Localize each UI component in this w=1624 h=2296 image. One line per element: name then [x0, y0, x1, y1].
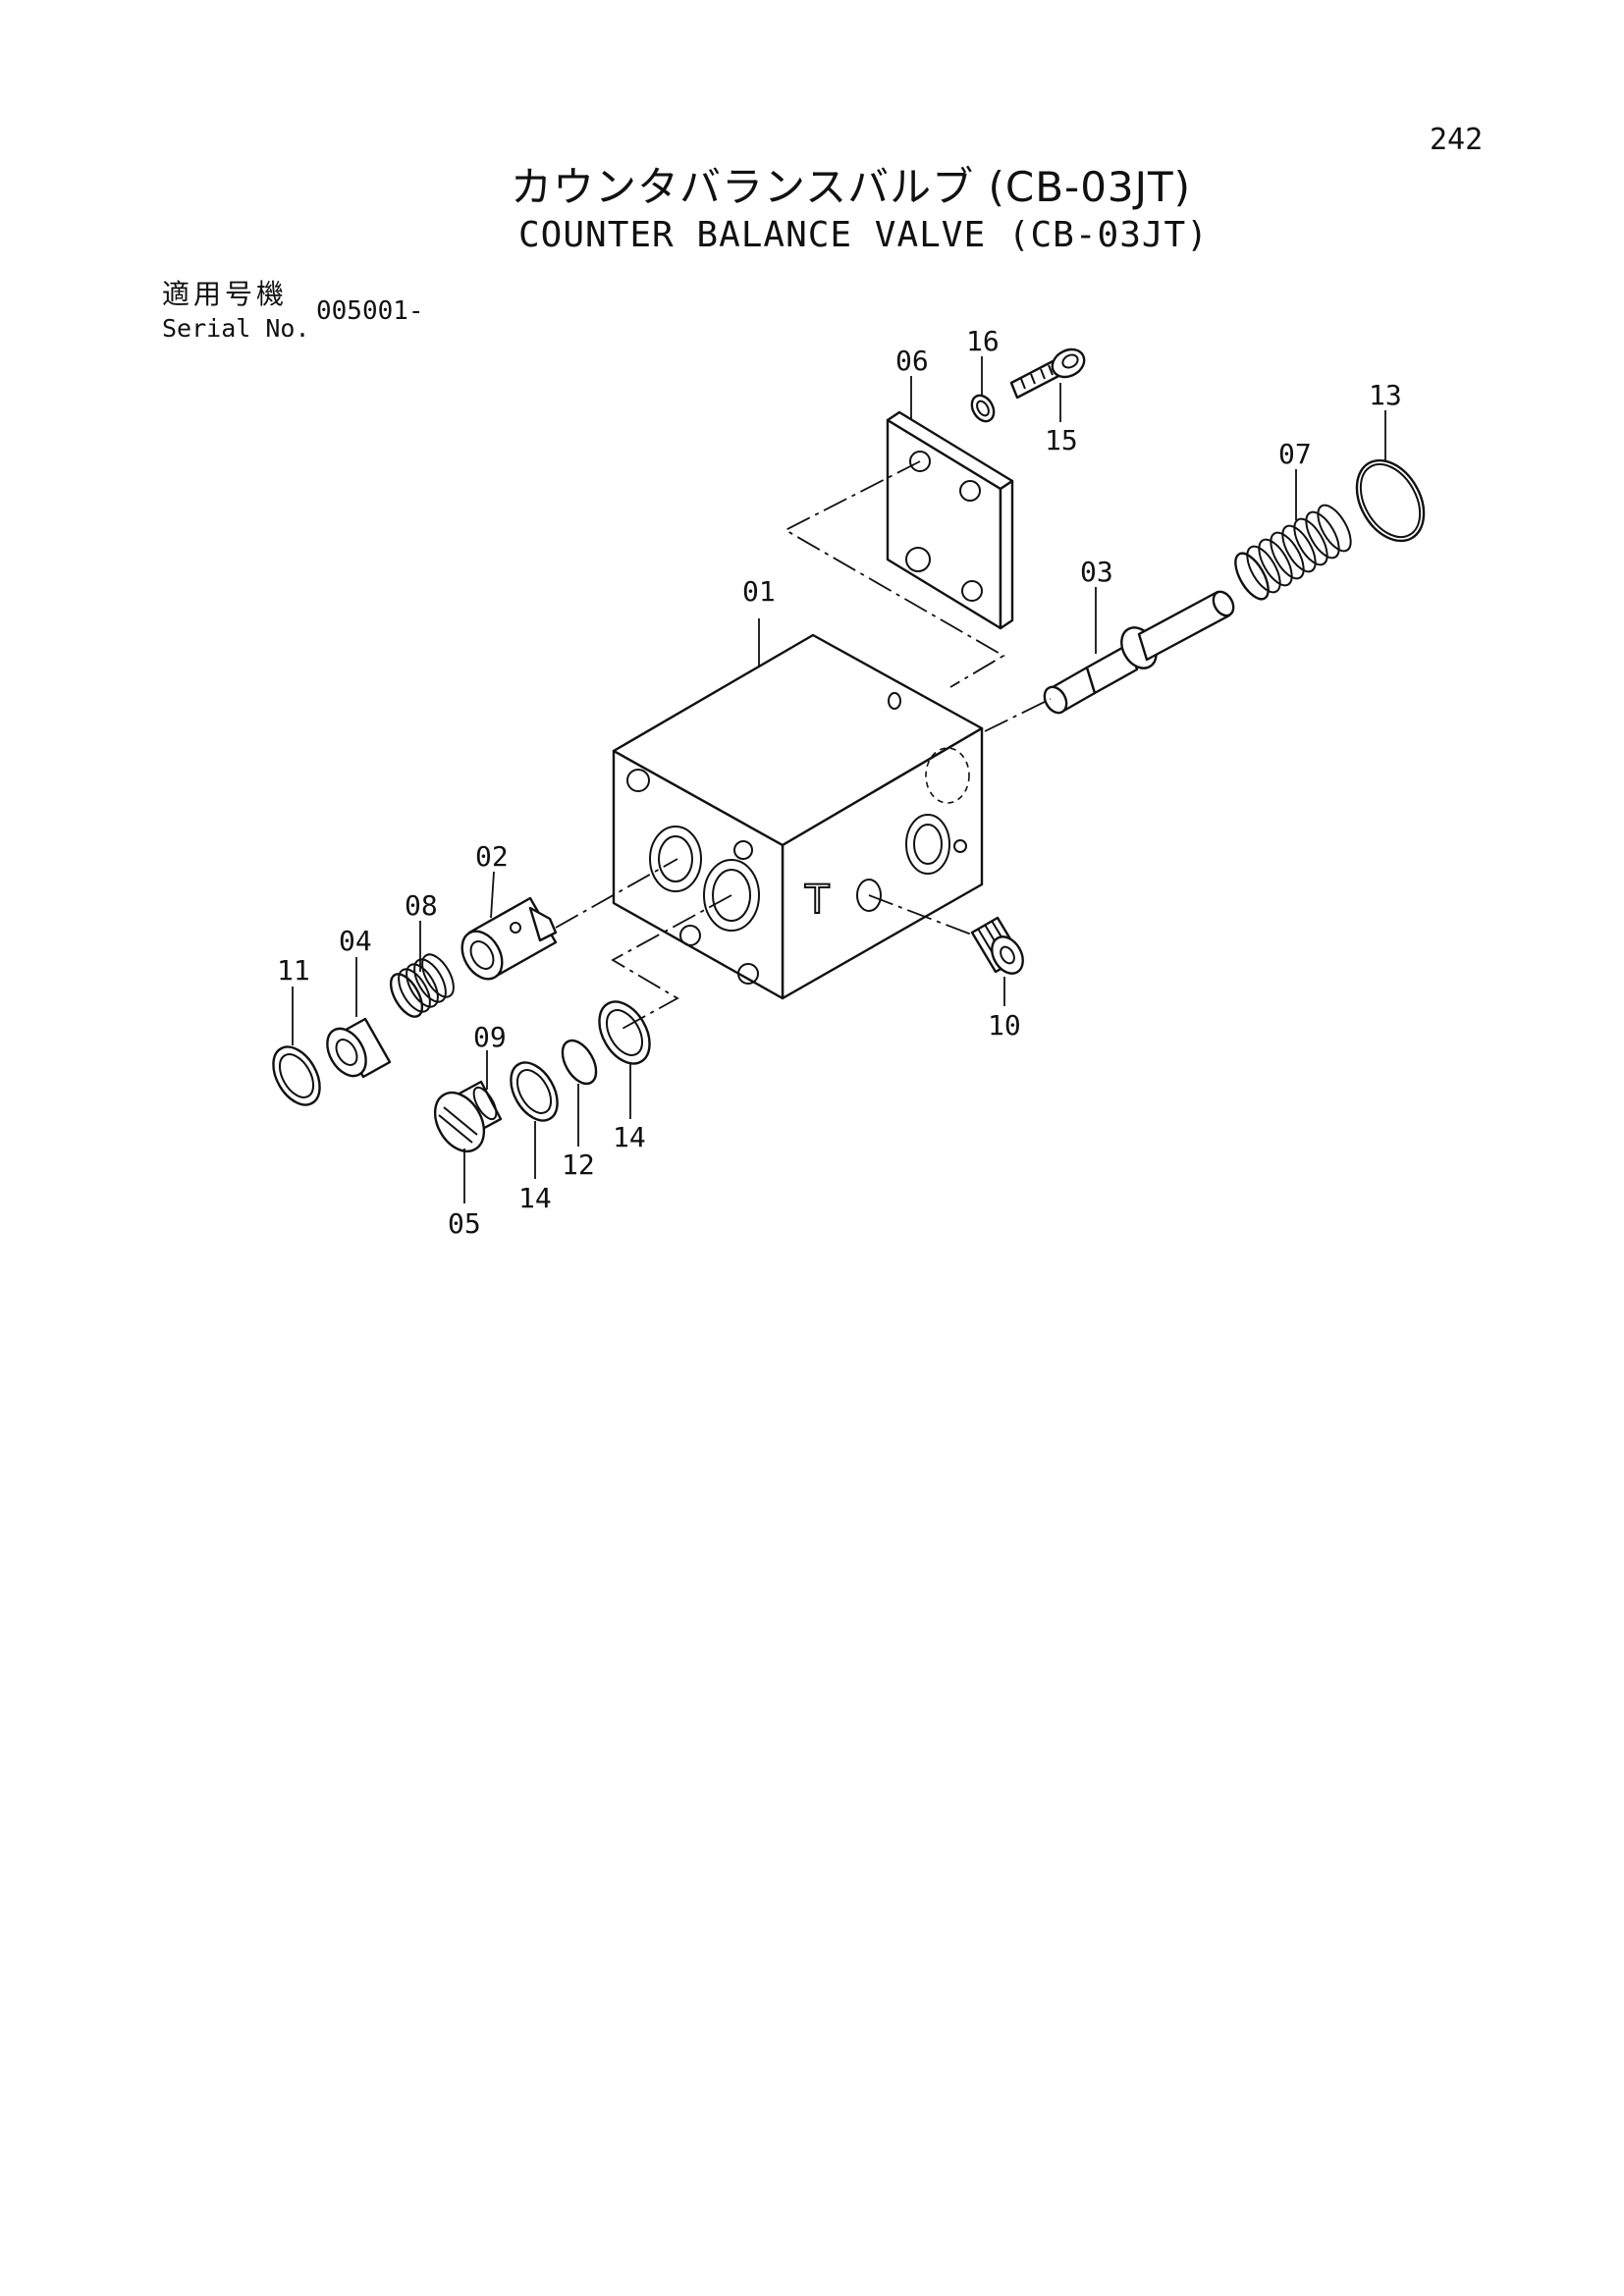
part-16-washer: [970, 394, 996, 423]
part-01-valve-body: T: [612, 633, 984, 1000]
callout-14-upper: 14: [613, 1121, 646, 1153]
assembly-lines: [555, 460, 1052, 1032]
callout-02: 02: [475, 840, 509, 873]
part-14-backup-ring-lower: [510, 1061, 559, 1122]
serial-label-japanese: 適用号機: [162, 278, 289, 310]
callout-09: 09: [473, 1021, 507, 1053]
part-10-plug: [970, 916, 1024, 975]
part-02-poppet: [460, 896, 558, 981]
callout-03: 03: [1080, 556, 1113, 588]
callout-08: 08: [405, 889, 438, 922]
callout-10: 10: [988, 1009, 1021, 1041]
callout-06: 06: [895, 345, 929, 377]
part-13-o-ring: [1355, 458, 1426, 543]
callout-16: 16: [966, 325, 1000, 357]
part-12-o-ring: [561, 1039, 598, 1086]
part-15-bolt: [1009, 347, 1086, 400]
callout-05: 05: [448, 1207, 481, 1240]
part-03-spool: [1043, 590, 1235, 715]
callout-12: 12: [562, 1148, 595, 1181]
callout-labels: 01 02 03 04 05 06 07 08 09 10 11 12 13 1…: [277, 325, 1402, 1240]
part-11-ring: [272, 1045, 321, 1106]
serial-number-value: 005001-: [316, 296, 424, 326]
part-06-cover-plate: [886, 410, 1014, 630]
callout-14-lower: 14: [518, 1182, 552, 1214]
serial-label-english: Serial No.: [162, 314, 310, 343]
part-05-slotted-plug: [433, 1080, 503, 1153]
part-08-spring: [389, 953, 455, 1018]
part-07-spring: [1234, 504, 1352, 601]
part-04-sleeve: [326, 1017, 392, 1079]
part-14-backup-ring-upper: [598, 1000, 651, 1065]
part-09-o-ring: [472, 1086, 498, 1121]
callout-04: 04: [339, 925, 372, 957]
page-title-english: COUNTER BALANCE VALVE (CB-03JT): [518, 215, 1209, 255]
leader-lines: [292, 356, 1386, 1203]
callout-13: 13: [1369, 379, 1402, 411]
port-marking-t: T: [804, 878, 830, 923]
callout-01: 01: [742, 575, 776, 608]
callout-07: 07: [1278, 438, 1312, 470]
page-title-japanese: カウンタバランスバルブ (CB-03JT): [511, 163, 1192, 211]
page-number: 242: [1430, 123, 1484, 157]
callout-15: 15: [1045, 424, 1078, 456]
callout-11: 11: [277, 954, 310, 987]
